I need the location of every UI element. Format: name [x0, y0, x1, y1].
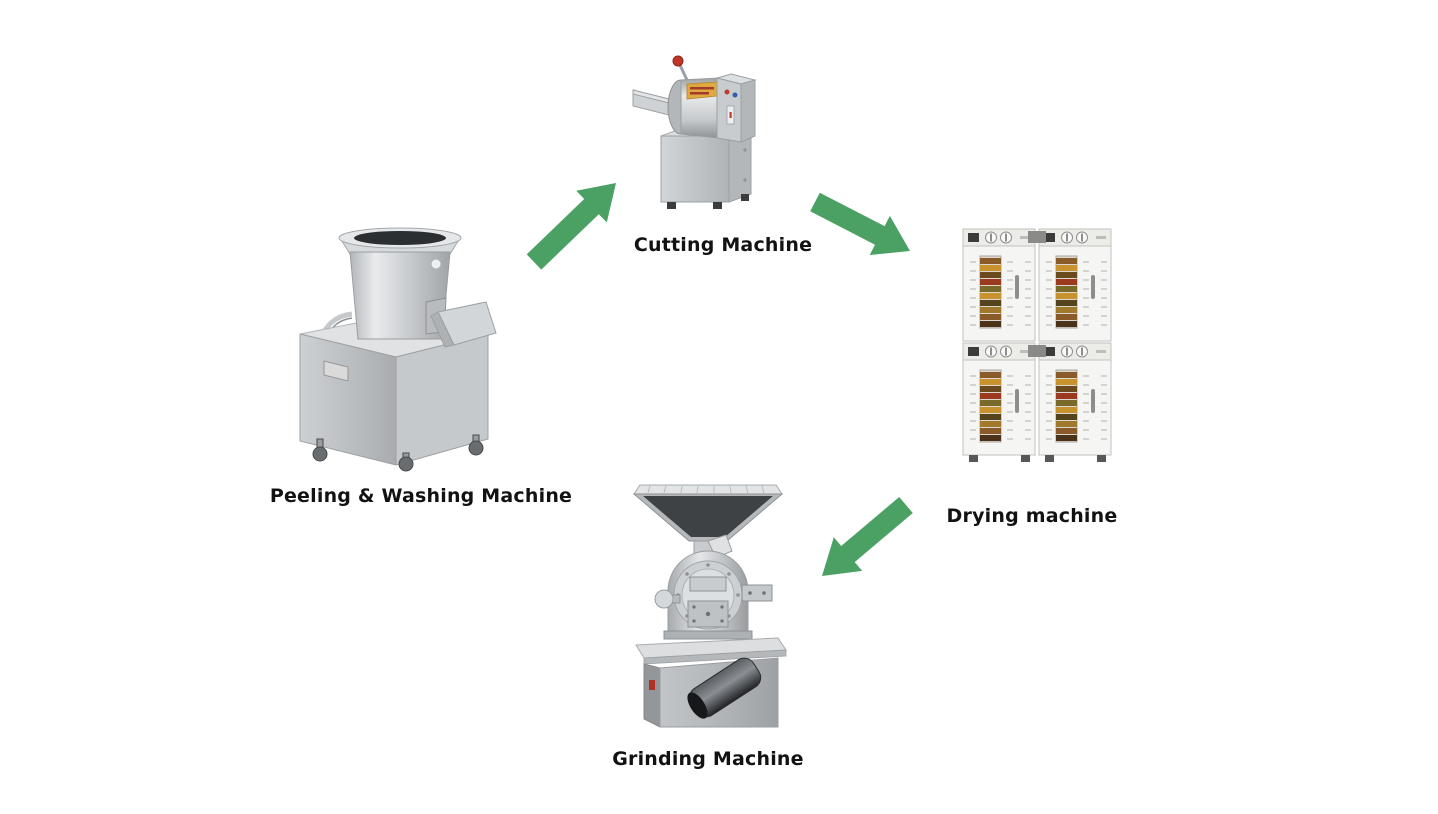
flow-arrow-drying-to-grinding [814, 497, 914, 581]
flow-arrow-peeling-to-cutting [524, 174, 624, 270]
drying-machine-illustration [961, 227, 1113, 462]
cutting-machine-image [631, 54, 771, 210]
arrow-up-right-icon [526, 183, 616, 270]
arrow-down-left-icon [822, 497, 913, 576]
flow-arrow-cutting-to-drying [806, 192, 918, 260]
grinding-machine-illustration [632, 484, 787, 728]
cutting-machine-illustration [632, 55, 757, 209]
peeling-washing-machine-image [290, 214, 500, 472]
peeling-washing-machine-illustration [299, 227, 497, 472]
grinding-machine-label: Grinding Machine [612, 748, 804, 770]
drying-machine-label: Drying machine [946, 505, 1118, 527]
drying-machine-image [961, 227, 1113, 466]
peeling-washing-machine-label: Peeling & Washing Machine [269, 485, 573, 507]
grinding-machine-image [630, 481, 787, 729]
arrow-down-right-icon [810, 192, 910, 255]
cutting-machine-label: Cutting Machine [633, 234, 813, 256]
